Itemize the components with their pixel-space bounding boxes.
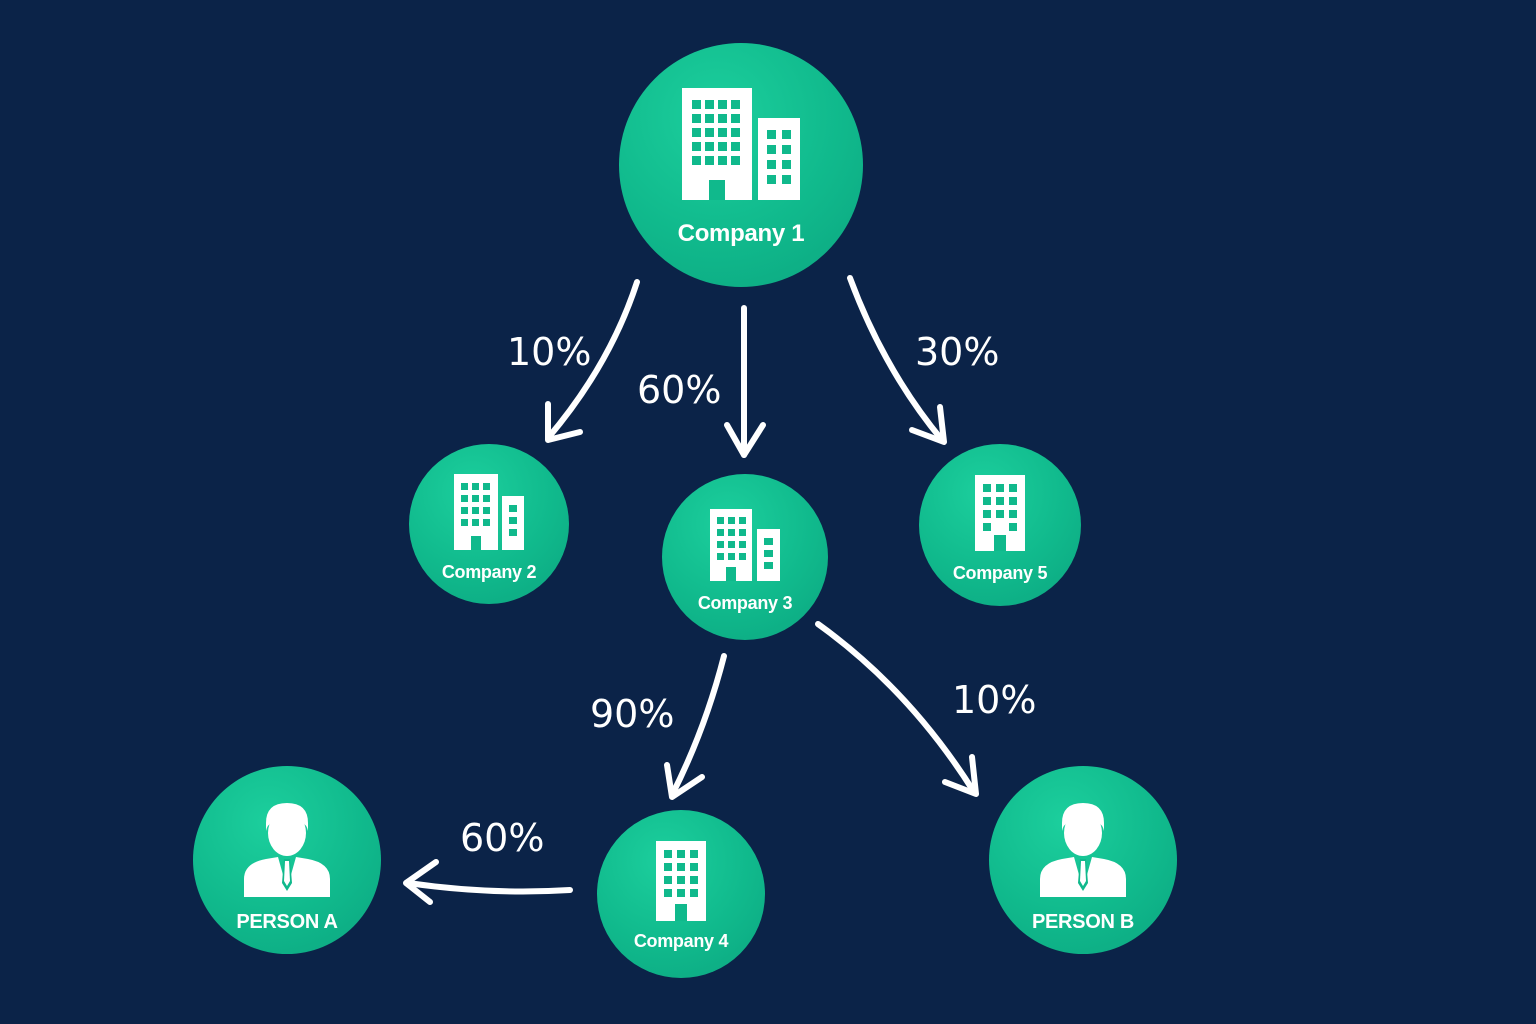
arrow-company3-company4 (669, 653, 727, 798)
person-b-node: PERSON B (989, 766, 1177, 954)
edge-label-company1-company3: 60% (637, 368, 722, 412)
company2-node: Company 2 (409, 444, 569, 604)
office-building-icon (975, 474, 1025, 551)
office-buildings-icon (682, 88, 800, 200)
office-building-icon (656, 840, 706, 921)
arrowhead-company4-persona (403, 859, 439, 905)
company4-label: Company 4 (633, 930, 729, 951)
businessperson-icon (1040, 802, 1126, 897)
office-buildings-icon (710, 508, 780, 581)
arrow-company1-company5 (847, 275, 945, 443)
arrowhead-company1-company2 (545, 401, 583, 443)
person-b-label: PERSON B (1031, 910, 1135, 933)
arrow-company3-personb (815, 621, 977, 795)
company1-label: Company 1 (677, 220, 805, 247)
arrowhead-company3-company4 (664, 762, 705, 800)
arrowhead-company1-company5 (909, 404, 947, 445)
edge-label-company4-persona: 60% (460, 816, 545, 860)
company5-node: Company 5 (919, 444, 1081, 606)
company2-label: Company 2 (441, 561, 537, 582)
edge-label-company3-company4: 90% (590, 692, 675, 736)
company3-label: Company 3 (697, 592, 793, 613)
company4-node: Company 4 (597, 810, 765, 978)
company5-label: Company 5 (952, 562, 1048, 583)
company3-node: Company 3 (662, 474, 828, 640)
office-buildings-icon (454, 473, 524, 550)
edge-label-company1-company5: 30% (915, 330, 1000, 374)
person-a-node: PERSON A (193, 766, 381, 954)
arrow-company4-persona (405, 880, 573, 895)
person-a-label: PERSON A (236, 910, 338, 933)
edge-label-company3-personb: 10% (952, 678, 1037, 722)
company1-node: Company 1 (619, 43, 863, 287)
arrowhead-company3-personb (942, 754, 979, 797)
arrowhead-company1-company3 (724, 422, 766, 458)
businessperson-icon (244, 802, 330, 897)
arrow-company1-company2 (545, 279, 640, 441)
edge-label-company1-company2: 10% (507, 330, 592, 374)
